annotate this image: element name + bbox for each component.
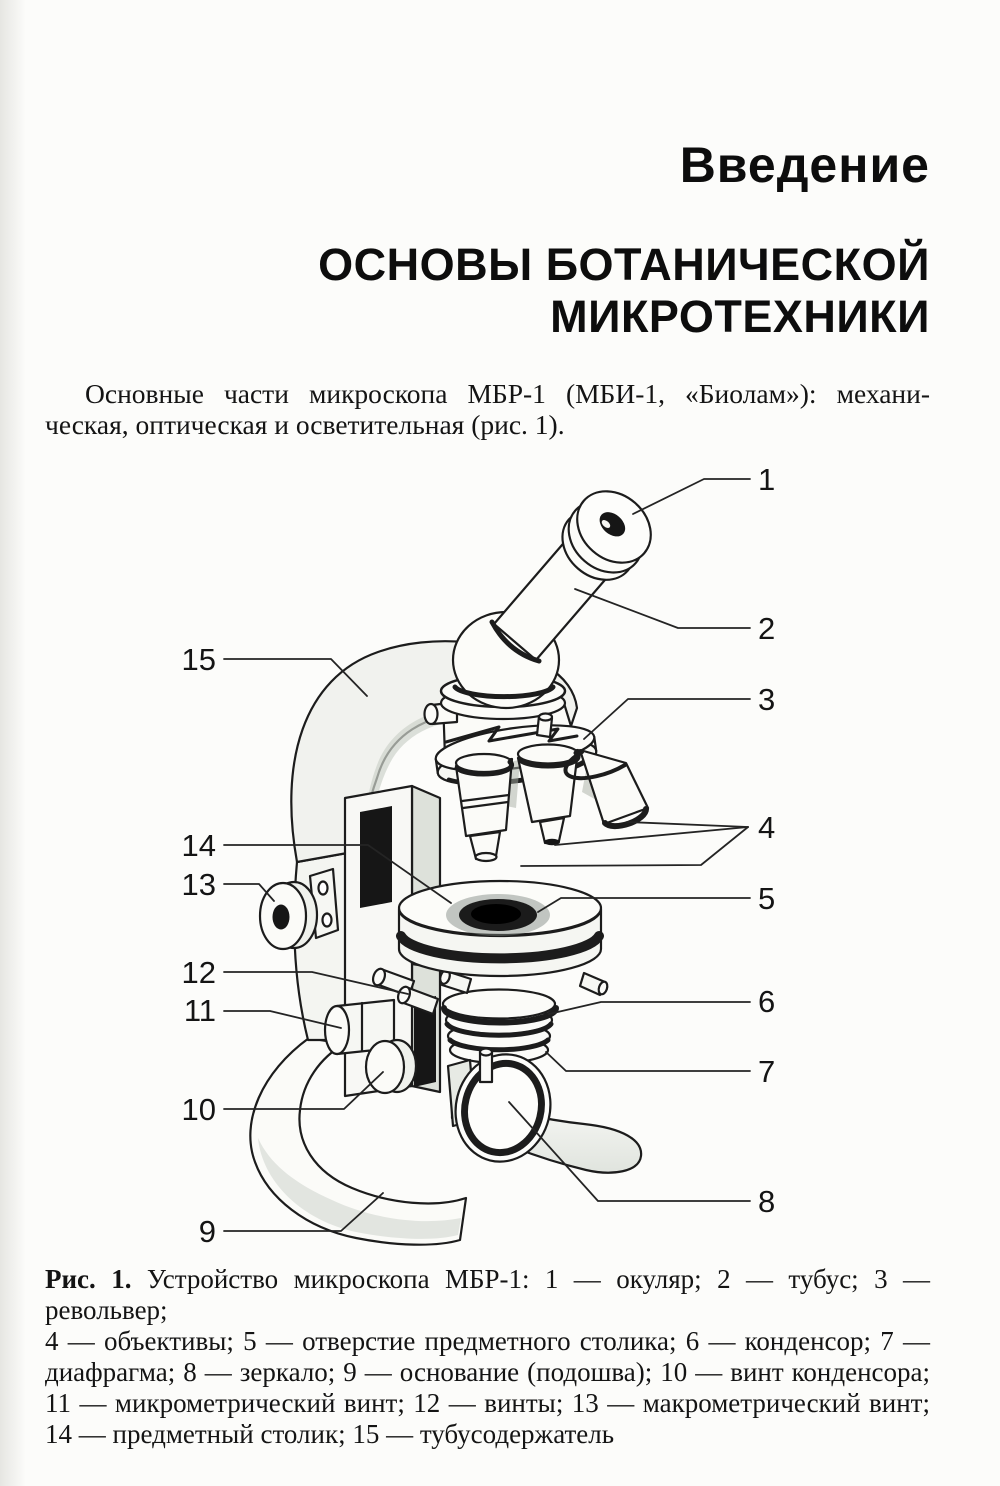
base-drawing: [249, 1036, 643, 1246]
section-title-line: МИКРОТЕХНИКИ: [550, 291, 930, 342]
leader-12: [223, 971, 409, 995]
leader-13: [223, 883, 275, 902]
leader-7: [545, 1051, 751, 1072]
leader-14: [223, 844, 452, 904]
callout-labels: 1 2 3 4 5 6 7 8 9 10 11 12 13 14 15: [182, 462, 776, 1249]
callout-7-diaphragm: 7: [758, 1054, 775, 1089]
caption-line: 14 — предметный столик; 15 — тубусодержа…: [45, 1419, 615, 1449]
caption-line: диафрагма; 8 — зеркало; 9 — основание (п…: [45, 1357, 930, 1387]
intro-paragraph: Основные части микроскопа МБР-1 (МБИ-1, …: [45, 378, 930, 440]
coarse-knob-drawing: [258, 867, 340, 951]
callout-lines: [223, 478, 751, 1232]
caption-line1-text: Устройство микроскопа МБР-1: 1 — окуляр;…: [45, 1264, 931, 1325]
leader-6: [548, 1001, 751, 1015]
leader-10: [223, 1071, 384, 1110]
callout-15-tube-holder: 15: [182, 642, 216, 677]
leader-1: [632, 478, 751, 515]
callout-12-screws: 12: [182, 955, 216, 990]
leader-4c: [520, 826, 749, 867]
leader-15: [223, 658, 368, 697]
callout-5-stage-opening: 5: [758, 881, 775, 916]
mirror-drawing: [446, 1047, 552, 1163]
leader-4b: [554, 826, 749, 846]
stage-drawing: [396, 879, 609, 997]
leader-3: [583, 698, 751, 740]
eyepiece-drawing: [561, 490, 652, 581]
callout-8-mirror: 8: [758, 1184, 775, 1219]
intro-line: ческая, оптическая и осветительная (рис.…: [45, 409, 565, 440]
callout-13-coarse-screw: 13: [182, 867, 216, 902]
section-title-line: ОСНОВЫ БОТАНИЧЕСКОЙ: [318, 239, 930, 290]
chapter-title: Введение: [679, 137, 930, 193]
leader-11: [223, 1010, 342, 1029]
leader-8: [508, 1101, 751, 1202]
callout-14-stage: 14: [182, 828, 216, 863]
figure-label: Рис. 1.: [45, 1264, 132, 1294]
callout-6-condenser: 6: [758, 984, 775, 1019]
caption-line: Рис. 1. Устройство микроскопа МБР-1: 1 —…: [45, 1264, 930, 1326]
leader-9: [223, 1192, 384, 1232]
fine-knob-drawing: [323, 998, 396, 1056]
callout-4-objectives: 4: [758, 810, 775, 845]
caption-line: 4 — объективы; 5 — отверстие предметного…: [45, 1326, 930, 1356]
caption-line: 11 — микрометрический винт; 12 — винты; …: [45, 1388, 930, 1418]
leader-5: [537, 897, 751, 913]
condenser-knob-drawing: [364, 1038, 418, 1095]
callout-1-eyepiece: 1: [758, 462, 775, 497]
screws-drawing: [371, 967, 440, 1016]
callout-3-revolver: 3: [758, 682, 775, 717]
section-title: ОСНОВЫ БОТАНИЧЕСКОЙ МИКРОТЕХНИКИ: [318, 239, 930, 343]
callout-9-base: 9: [199, 1214, 216, 1249]
leader-4a: [626, 821, 749, 828]
figure-caption: Рис. 1. Устройство микроскопа МБР-1: 1 —…: [45, 1264, 930, 1450]
leader-2: [574, 588, 751, 629]
callout-10-condenser-screw: 10: [182, 1092, 216, 1127]
intro-line: Основные части микроскопа МБР-1 (МБИ-1, …: [85, 378, 930, 409]
condenser-drawing: [441, 988, 559, 1065]
head-drawing: [423, 490, 652, 863]
callout-11-fine-screw: 11: [184, 993, 216, 1028]
objectives-drawing: [454, 743, 650, 863]
callout-2-tube: 2: [758, 611, 775, 646]
